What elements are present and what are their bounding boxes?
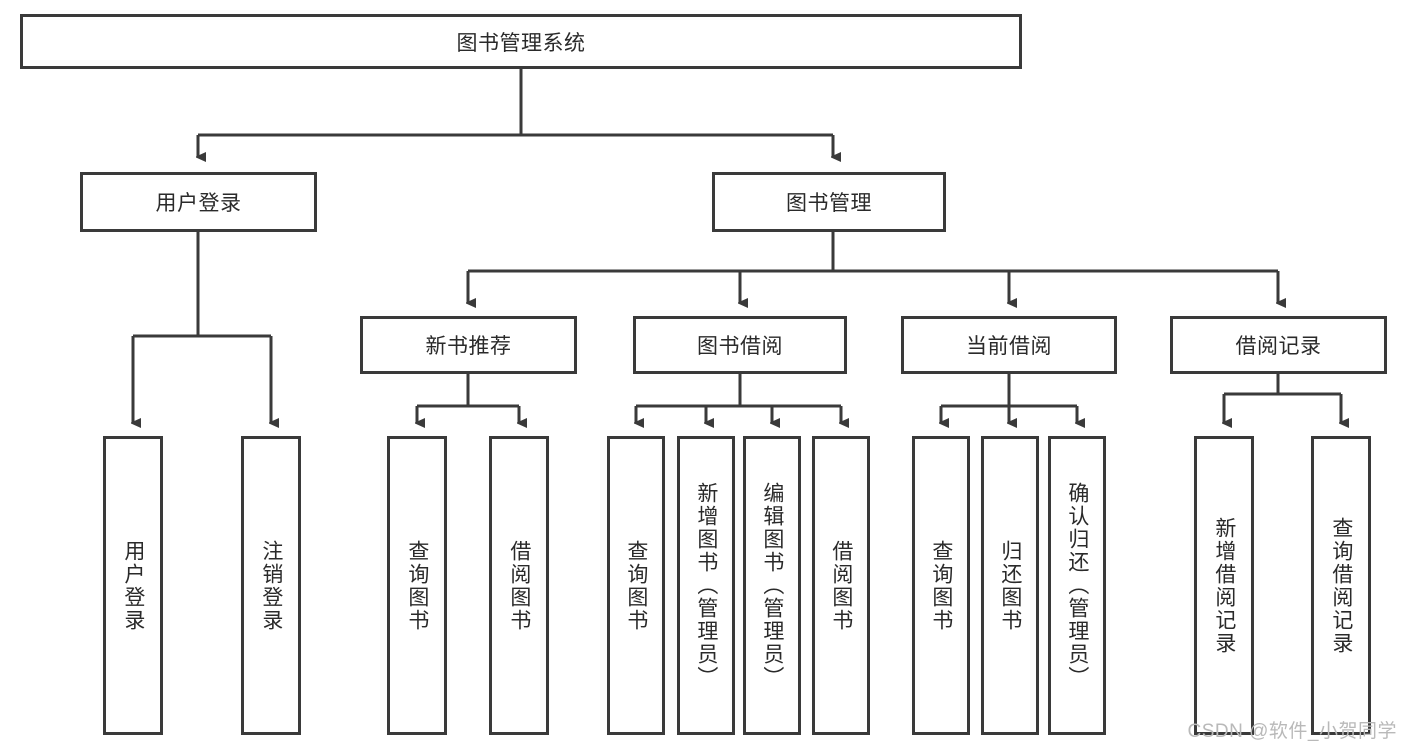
node-root-system[interactable]: 图书管理系统 bbox=[20, 14, 1022, 69]
watermark-text: CSDN @软件_小贺同学 bbox=[1187, 721, 1397, 742]
node-borrow-record[interactable]: 借阅记录 bbox=[1170, 316, 1387, 374]
node-label: 新书推荐 bbox=[425, 335, 512, 358]
node-label: 当前借阅 bbox=[966, 335, 1052, 358]
leaf-book-borrow-query[interactable]: 查询图书 bbox=[607, 436, 665, 735]
leaf-new-book-query[interactable]: 查询图书 bbox=[387, 436, 447, 735]
leaf-book-borrow-add-admin[interactable]: 新增图书（管理员） bbox=[677, 436, 735, 735]
node-label: 用户登录 bbox=[121, 539, 145, 632]
node-label: 图书借阅 bbox=[697, 335, 783, 358]
leaf-current-borrow-query[interactable]: 查询图书 bbox=[912, 436, 970, 735]
node-label: 编辑图书（管理员） bbox=[760, 482, 784, 689]
leaf-user-login-signout[interactable]: 注销登录 bbox=[241, 436, 301, 735]
leaf-current-borrow-confirm-admin[interactable]: 确认归还（管理员） bbox=[1048, 436, 1106, 735]
node-label: 借阅图书 bbox=[507, 539, 531, 632]
node-book-management[interactable]: 图书管理 bbox=[712, 172, 946, 232]
leaf-current-borrow-return[interactable]: 归还图书 bbox=[981, 436, 1039, 735]
node-label: 查询图书 bbox=[405, 539, 429, 632]
node-label: 用户登录 bbox=[155, 192, 242, 215]
node-label: 查询图书 bbox=[929, 539, 953, 632]
leaf-new-book-borrow[interactable]: 借阅图书 bbox=[489, 436, 549, 735]
node-label: 借阅图书 bbox=[829, 539, 853, 632]
node-label: 图书管理 bbox=[786, 192, 872, 215]
node-label: 新增借阅记录 bbox=[1212, 516, 1236, 655]
leaf-book-borrow-edit-admin[interactable]: 编辑图书（管理员） bbox=[743, 436, 801, 735]
node-label: 新增图书（管理员） bbox=[694, 482, 718, 689]
leaf-book-borrow-borrow[interactable]: 借阅图书 bbox=[812, 436, 870, 735]
node-label: 确认归还（管理员） bbox=[1065, 482, 1089, 689]
leaf-user-login-signin[interactable]: 用户登录 bbox=[103, 436, 163, 735]
leaf-borrow-record-query[interactable]: 查询借阅记录 bbox=[1311, 436, 1371, 735]
node-user-login[interactable]: 用户登录 bbox=[80, 172, 317, 232]
node-label: 借阅记录 bbox=[1235, 335, 1322, 358]
node-label: 注销登录 bbox=[259, 539, 283, 632]
node-book-borrow[interactable]: 图书借阅 bbox=[633, 316, 847, 374]
node-label: 归还图书 bbox=[998, 539, 1022, 632]
leaf-borrow-record-add[interactable]: 新增借阅记录 bbox=[1194, 436, 1254, 735]
node-new-book-recommend[interactable]: 新书推荐 bbox=[360, 316, 577, 374]
node-label: 查询借阅记录 bbox=[1329, 516, 1353, 655]
node-current-borrow[interactable]: 当前借阅 bbox=[901, 316, 1117, 374]
node-label: 图书管理系统 bbox=[456, 31, 586, 55]
node-label: 查询图书 bbox=[624, 539, 648, 632]
